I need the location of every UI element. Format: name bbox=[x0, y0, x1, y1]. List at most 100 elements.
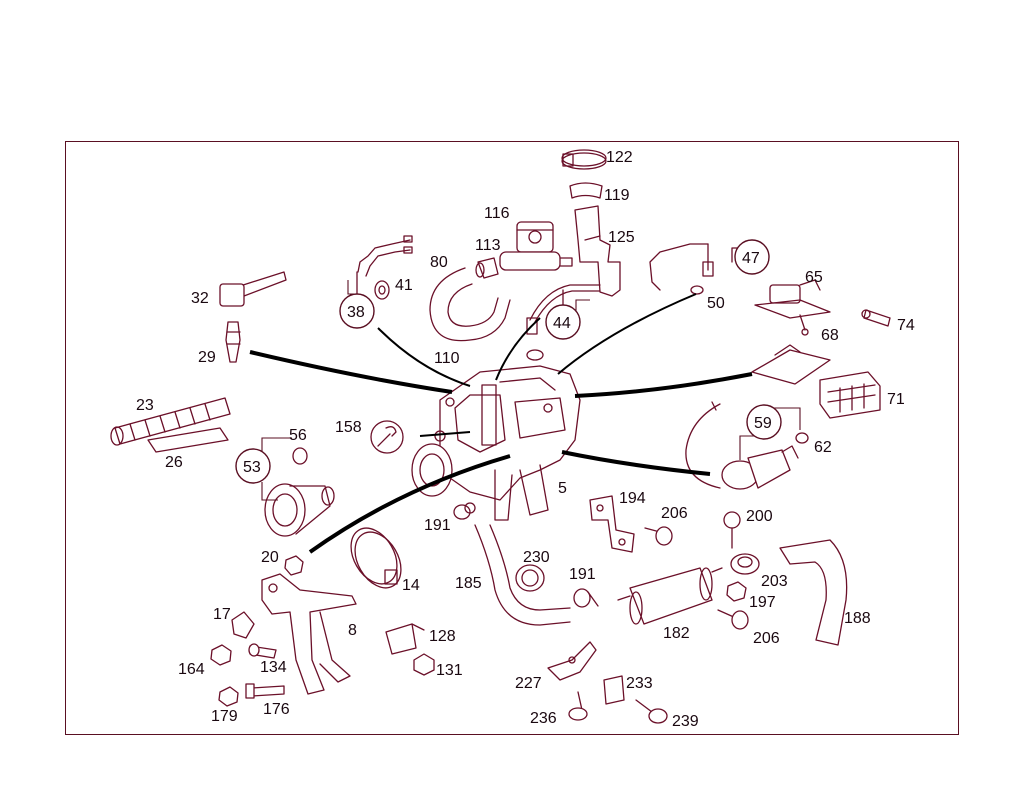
label-71: 71 bbox=[887, 391, 905, 408]
connector-71-part bbox=[819, 371, 881, 419]
label-239: 239 bbox=[672, 713, 699, 730]
nut-164-part bbox=[210, 644, 232, 666]
wrench-158-icon bbox=[370, 420, 404, 454]
label-26: 26 bbox=[165, 454, 183, 471]
grommet-203-part bbox=[730, 553, 760, 575]
part-labels: 122 119 116 125 113 80 41 38 47 50 65 74… bbox=[136, 149, 915, 730]
label-206: 206 bbox=[661, 505, 688, 522]
hose-23-part bbox=[110, 397, 231, 446]
label-8: 8 bbox=[348, 622, 357, 639]
harness-38-part bbox=[357, 235, 413, 277]
label-197: 197 bbox=[749, 594, 776, 611]
muffler-182-part bbox=[617, 567, 723, 625]
label-68: 68 bbox=[821, 327, 839, 344]
oring-56-part bbox=[292, 447, 308, 465]
label-164: 164 bbox=[178, 661, 205, 678]
label-200: 200 bbox=[746, 508, 773, 525]
label-53: 53 bbox=[243, 459, 261, 476]
washer-50-part bbox=[690, 285, 704, 295]
label-176: 176 bbox=[263, 701, 290, 718]
nut-20-part bbox=[284, 555, 304, 576]
label-5: 5 bbox=[558, 480, 567, 497]
label-50: 50 bbox=[707, 295, 725, 312]
fitting-113-part bbox=[475, 257, 499, 279]
label-125: 125 bbox=[608, 229, 635, 246]
label-38: 38 bbox=[347, 304, 365, 321]
label-circles bbox=[235, 239, 782, 484]
clip-233-part bbox=[603, 675, 625, 705]
label-80: 80 bbox=[430, 254, 448, 271]
clamp-14-part bbox=[350, 527, 402, 589]
label-74: 74 bbox=[897, 317, 915, 334]
label-113: 113 bbox=[475, 237, 501, 254]
nut-179-part bbox=[218, 686, 239, 707]
sender-32-part bbox=[219, 271, 287, 307]
label-119: 119 bbox=[604, 187, 630, 204]
label-131: 131 bbox=[436, 662, 463, 679]
label-191b: 191 bbox=[569, 566, 596, 583]
label-236: 236 bbox=[530, 710, 557, 727]
clip-191a-part bbox=[453, 502, 476, 520]
label-56: 56 bbox=[289, 427, 307, 444]
label-44: 44 bbox=[553, 315, 571, 332]
label-116: 116 bbox=[484, 205, 510, 222]
plug-17-part bbox=[231, 611, 255, 639]
screw-236-part bbox=[568, 691, 588, 721]
band-119-part bbox=[569, 182, 603, 199]
screw-239-part bbox=[635, 699, 668, 724]
assembly-arrows bbox=[249, 293, 753, 554]
label-194: 194 bbox=[619, 490, 646, 507]
bracket-125-part bbox=[574, 205, 621, 297]
label-233: 233 bbox=[626, 675, 653, 692]
label-158: 158 bbox=[335, 419, 362, 436]
gasket-26-part bbox=[147, 427, 229, 453]
bolt-176-part bbox=[245, 683, 285, 699]
bolt-206b-part bbox=[717, 609, 749, 630]
washer-41-part bbox=[374, 280, 390, 300]
label-179: 179 bbox=[211, 708, 238, 725]
bracket-68-part bbox=[751, 344, 831, 385]
hose-188-part bbox=[779, 539, 848, 646]
bracket-227-part bbox=[547, 641, 597, 681]
oring-62-part bbox=[795, 432, 809, 444]
label-191: 191 bbox=[424, 517, 451, 534]
hose-185-part bbox=[474, 524, 571, 626]
screw-74-part bbox=[861, 309, 891, 327]
clamp-122-part bbox=[561, 149, 607, 170]
label-182: 182 bbox=[663, 625, 690, 642]
valve-116-part bbox=[499, 221, 573, 271]
label-185: 185 bbox=[455, 575, 482, 592]
actuator-53-part bbox=[264, 483, 335, 537]
label-62: 62 bbox=[814, 439, 832, 456]
label-230: 230 bbox=[523, 549, 550, 566]
harness-47-part bbox=[649, 243, 714, 291]
bolt-200-part bbox=[723, 511, 741, 549]
label-65: 65 bbox=[805, 269, 823, 286]
label-59: 59 bbox=[754, 415, 772, 432]
label-32: 32 bbox=[191, 290, 209, 307]
label-122: 122 bbox=[606, 149, 633, 166]
sensor-65-part bbox=[754, 279, 831, 336]
label-20: 20 bbox=[261, 549, 279, 566]
bracket-194-part bbox=[589, 495, 635, 553]
nut-131-part bbox=[413, 653, 435, 676]
label-14: 14 bbox=[402, 577, 420, 594]
label-23: 23 bbox=[136, 397, 154, 414]
pipe-44-part bbox=[526, 284, 601, 361]
label-47: 47 bbox=[742, 250, 760, 267]
label-188: 188 bbox=[844, 610, 871, 627]
sleeve-230-part bbox=[515, 564, 545, 592]
sensor-59-part bbox=[685, 401, 799, 490]
bolt-206a-part bbox=[644, 526, 673, 546]
label-128: 128 bbox=[429, 628, 456, 645]
label-206b: 206 bbox=[753, 630, 780, 647]
hose-80-part bbox=[429, 267, 511, 342]
bracket-128-part bbox=[385, 623, 425, 655]
bracket-8-part bbox=[261, 573, 357, 695]
label-110: 110 bbox=[434, 350, 460, 367]
stud-134-part bbox=[248, 643, 277, 659]
nut-197-part bbox=[726, 581, 747, 602]
label-41: 41 bbox=[395, 277, 413, 294]
label-203: 203 bbox=[761, 573, 788, 590]
